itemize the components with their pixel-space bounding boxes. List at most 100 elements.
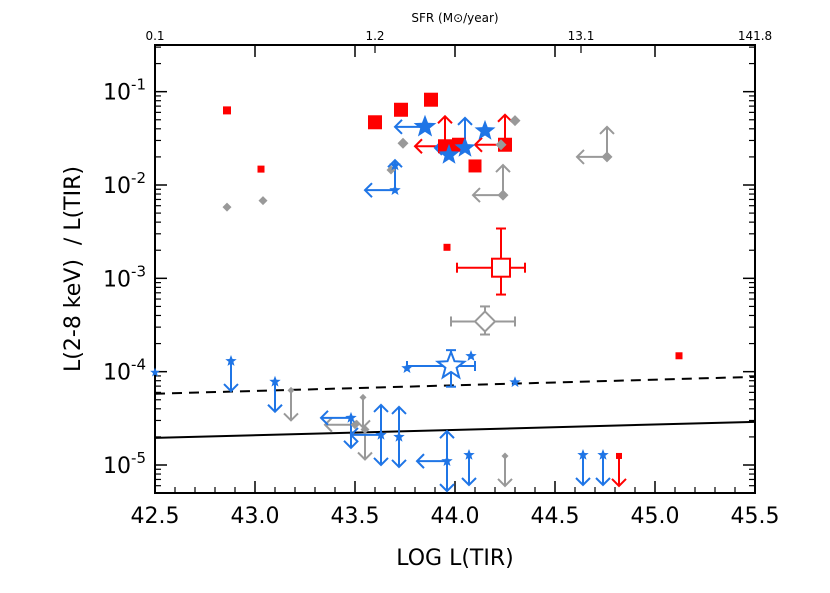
star-marker [393,430,405,442]
y-tick-label: 10-2 [103,169,146,199]
square-marker [394,102,408,117]
limit-arrowhead-up [497,113,513,123]
square-marker [368,115,382,130]
limit-arrowhead-left [349,427,359,443]
y-tick-label: 10-1 [103,76,146,106]
x-tick-label: 43.5 [331,504,380,529]
star-marker [463,449,475,460]
top-tick-label: 13.1 [568,29,595,43]
limit-arrowhead-down [497,478,513,488]
limit-arrowhead-left [415,453,425,469]
square-marker [443,243,451,251]
star-marker [401,362,413,373]
dashed-reference-line [154,375,756,395]
diamond-marker [601,151,613,163]
limit-arrowhead-down [439,483,455,493]
limit-arrowhead-down [357,451,373,461]
square-marker [257,165,265,173]
star-marker [345,411,357,423]
star-marker [454,136,476,157]
diamond-marker [258,196,268,206]
x-tick-label: 45.0 [631,504,680,529]
diamond-marker [509,115,521,127]
star-marker [577,449,589,460]
diamond-marker [360,425,370,435]
x-tick-label: 44.0 [431,504,480,529]
top-tick-label: 0.1 [145,29,164,43]
limit-arrowhead-down [223,383,239,393]
diamond-marker [497,189,509,201]
star-marker [474,119,496,140]
open-star-marker [434,349,468,380]
limit-arrowhead-up [457,116,473,126]
star-marker [269,375,281,387]
x-tick-label: 45.5 [731,504,780,529]
star-marker [225,355,237,366]
limit-arrowhead-down [461,477,477,487]
diamond-marker [359,393,367,401]
diamond-marker [222,202,232,212]
solid-reference-line [154,420,756,439]
limit-arrowhead-left [363,182,373,198]
square-marker [424,92,438,107]
top-tick-label: 141.8 [738,29,772,43]
open-diamond-marker [473,310,497,333]
limit-arrowhead-down [611,478,627,488]
star-marker [375,428,387,440]
x-tick-label: 43.0 [231,504,280,529]
star-marker [413,114,437,137]
star-marker [509,376,521,388]
error-bars [406,227,526,388]
star-marker [389,184,401,195]
diamond-marker [287,386,295,394]
diamond-marker [495,139,507,151]
star-marker [389,159,401,171]
star-marker [597,449,609,460]
x-axis-label: LOG L(TIR) [396,546,513,571]
open-square-marker [491,257,511,278]
x-tick-label: 42.5 [131,504,180,529]
top-axis-label: SFR (M⊙/year) [411,11,498,25]
limit-arrowhead-up [599,125,615,135]
star-marker [150,367,160,377]
limit-arrowhead-up [437,114,453,124]
limit-arrowhead-left [393,119,403,135]
limit-arrowhead-up [391,405,407,415]
y-axis-label: L(2-8 keV) / L(TIR) [61,166,86,372]
limit-arrowhead-up [373,403,389,413]
diamond-marker [350,420,360,430]
limit-arrowhead-down [283,412,299,422]
star-marker [438,143,460,164]
square-marker [675,352,683,360]
limit-arrowhead-down [373,457,389,467]
y-tick-label: 10-3 [103,262,146,292]
tick-labels: 42.5 43.0 43.5 44.0 44.5 45.0 45.5 0.1 1.2 13.1 14… [103,29,779,529]
limit-arrowhead-up [439,429,455,439]
y-tick-label: 10-5 [103,449,146,479]
limit-arrowhead-down [343,440,359,450]
limit-arrowhead-left [471,187,481,203]
limit-arrowhead-down [267,404,283,414]
reference-lines [154,375,756,439]
diamond-marker [397,137,409,149]
limit-arrowhead-down [575,477,591,487]
x-tick-label: 44.5 [531,504,580,529]
data-markers [150,92,683,466]
top-tick-label: 1.2 [365,29,384,43]
limit-arrowhead-down [595,477,611,487]
square-marker [223,106,231,115]
star-marker [441,455,453,466]
square-marker [616,452,622,459]
limit-arrowhead-up [495,163,511,173]
limit-arrowhead-left [323,417,333,433]
limit-arrowhead-left [413,138,423,154]
y-tick-label: 10-4 [103,356,146,386]
limit-arrowhead-down [391,459,407,469]
limit-arrowhead-left [319,410,329,426]
square-marker [468,159,482,173]
star-marker [465,350,477,361]
plot-frame [154,44,756,494]
diamond-marker [501,452,509,460]
axis-ticks [154,45,756,493]
